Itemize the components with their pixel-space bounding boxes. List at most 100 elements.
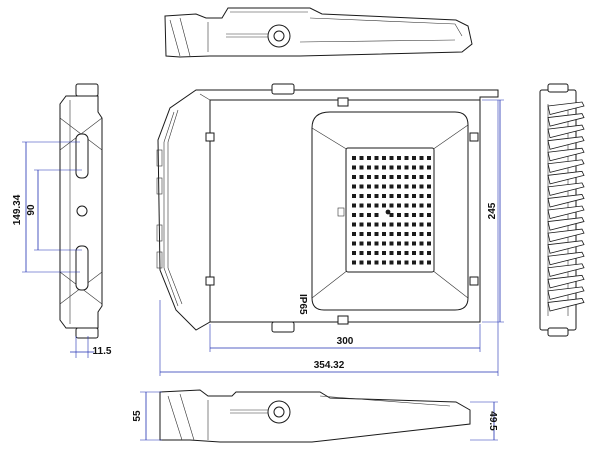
led-chip <box>404 260 409 265</box>
led-chip <box>352 156 356 160</box>
led-chip <box>367 175 371 179</box>
dim-body-width: 300 <box>337 336 354 347</box>
led-chip <box>419 156 424 160</box>
led-chip <box>382 184 386 189</box>
led-chip <box>397 175 401 179</box>
led-chip <box>382 156 386 160</box>
led-chip <box>352 241 356 246</box>
heat-sink-fin <box>547 124 585 139</box>
led-chip <box>412 156 416 160</box>
left-side-view <box>59 83 103 339</box>
heat-sink-fin <box>547 263 585 277</box>
led-chip <box>419 165 424 170</box>
ip-rating-label: IP65 <box>297 294 308 315</box>
dimension-lines <box>22 99 504 441</box>
led-chip <box>374 194 379 198</box>
led-chip <box>359 203 364 208</box>
led-chip <box>367 213 371 217</box>
led-chip <box>404 241 409 246</box>
led-chip <box>404 232 409 236</box>
heat-sink-fin <box>547 240 585 254</box>
led-chip <box>374 156 379 160</box>
led-chip <box>397 184 401 189</box>
led-chip <box>359 213 364 217</box>
led-chip <box>389 203 394 208</box>
heat-sink-fin <box>547 274 585 289</box>
led-chip <box>419 251 424 255</box>
led-chip <box>397 156 401 160</box>
led-chip <box>374 165 379 170</box>
led-chip <box>404 156 409 160</box>
led-chip <box>397 260 401 265</box>
heat-sink-fin <box>547 298 585 312</box>
led-chip <box>397 241 401 246</box>
led-chip <box>404 203 409 208</box>
heat-sink-fin <box>547 113 585 127</box>
led-chip <box>412 175 416 179</box>
led-chip <box>359 175 364 179</box>
dim-pitch-inner: 90 <box>26 204 37 216</box>
dim-pitch-outer: 149.34 <box>12 194 23 225</box>
led-chip <box>374 241 379 246</box>
heat-sink-fin <box>547 159 585 173</box>
led-chip <box>412 165 416 170</box>
led-chip <box>352 203 356 208</box>
led-chip <box>389 222 394 227</box>
led-chip <box>389 156 394 160</box>
led-chip <box>389 213 394 217</box>
led-chip <box>419 203 424 208</box>
led-chip <box>374 232 379 236</box>
led-chip <box>427 260 431 265</box>
heat-sink-fin <box>547 205 585 220</box>
dim-body-height: 245 <box>487 202 498 219</box>
led-chip <box>352 232 356 236</box>
led-chip <box>359 184 364 189</box>
led-chip <box>389 260 394 265</box>
led-chip <box>352 213 356 217</box>
led-chip <box>367 260 371 265</box>
led-chip <box>359 222 364 227</box>
led-chip <box>427 175 431 179</box>
led-chip <box>359 241 364 246</box>
led-chip <box>427 184 431 189</box>
led-chip <box>374 213 379 217</box>
led-chip <box>412 260 416 265</box>
led-chip <box>427 156 431 160</box>
led-chip <box>382 194 386 198</box>
led-chip <box>367 251 371 255</box>
led-chip <box>397 165 401 170</box>
led-chip <box>374 251 379 255</box>
led-chip <box>367 165 371 170</box>
heat-sink-fin <box>547 251 585 266</box>
led-chip <box>412 241 416 246</box>
led-chip <box>382 241 386 246</box>
heat-sink-fin <box>547 182 585 196</box>
led-chip <box>374 260 379 265</box>
led-chip <box>404 222 409 227</box>
bottom-profile-view <box>159 389 471 443</box>
led-chip <box>397 232 401 236</box>
heat-sink-fin <box>547 228 585 243</box>
led-chip <box>427 241 431 246</box>
led-chip <box>352 175 356 179</box>
led-chip <box>359 194 364 198</box>
heat-sink-fin <box>547 170 585 185</box>
led-chip <box>427 194 431 198</box>
led-chip <box>359 260 364 265</box>
led-chip <box>359 251 364 255</box>
led-chip <box>352 194 356 198</box>
led-chip <box>389 251 394 255</box>
led-chip <box>427 203 431 208</box>
led-chip <box>374 203 379 208</box>
led-chip <box>412 251 416 255</box>
led-chip <box>412 222 416 227</box>
dim-overall-width: 354.32 <box>314 360 345 371</box>
led-chip <box>419 222 424 227</box>
led-chip <box>382 222 386 227</box>
led-chip <box>359 156 364 160</box>
led-chip <box>352 222 356 227</box>
led-chip <box>374 184 379 189</box>
led-chip <box>412 203 416 208</box>
led-chip <box>352 251 356 255</box>
